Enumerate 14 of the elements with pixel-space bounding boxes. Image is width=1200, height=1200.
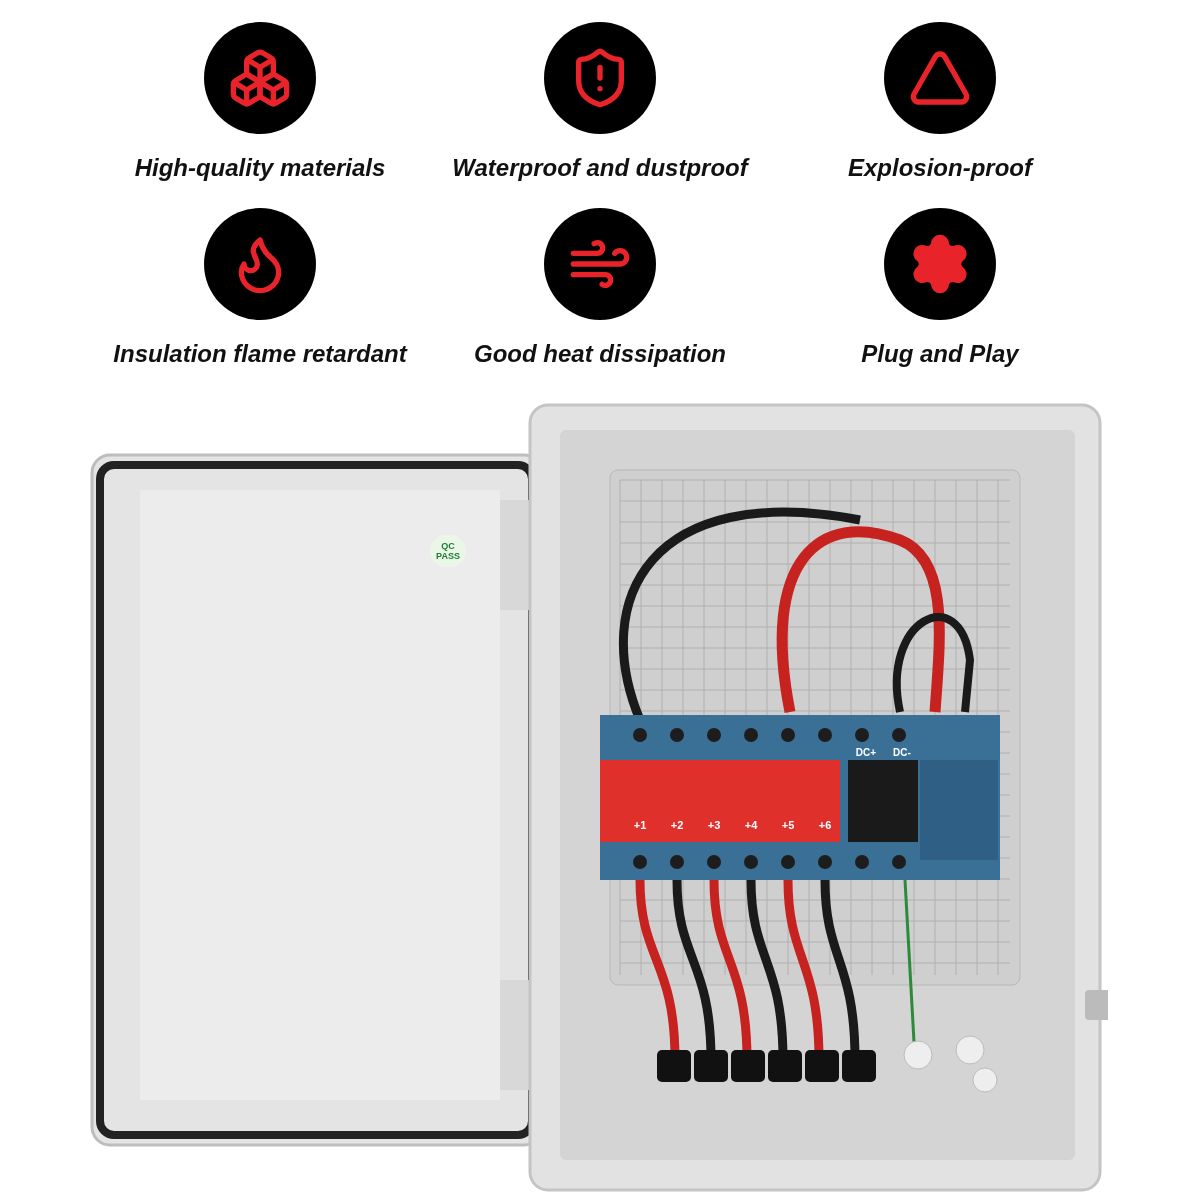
module-label: +4 <box>743 818 759 833</box>
terminal-label: DC+ <box>854 746 878 760</box>
module-label: +2 <box>669 818 685 833</box>
feature-label: High-quality materials <box>134 153 386 183</box>
module-label: +6 <box>817 818 833 833</box>
module-label: +3 <box>706 818 722 833</box>
module-label: +5 <box>780 818 796 833</box>
feature-label: Good heat dissipation <box>474 339 726 369</box>
feature-label: Plug and Play <box>861 339 1019 369</box>
module-label: +1 <box>632 818 648 833</box>
feature-label: Explosion-proof <box>848 153 1032 183</box>
feature-label: Waterproof and dustproof <box>452 153 748 183</box>
feature-label: Insulation flame retardant <box>113 339 407 369</box>
terminal-label: DC- <box>892 746 912 760</box>
